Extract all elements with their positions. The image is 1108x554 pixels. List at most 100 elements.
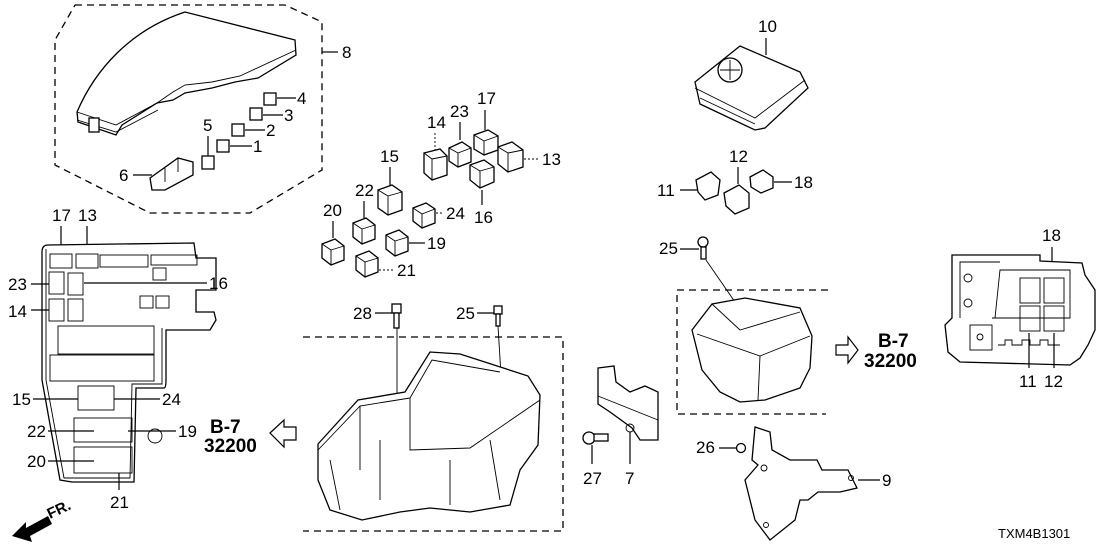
relay-23[interactable] [448, 141, 472, 168]
fuse-1[interactable] [216, 139, 230, 153]
callout-25a[interactable]: 25 [456, 304, 475, 323]
callout-19[interactable]: 19 [427, 234, 446, 253]
layout-callout-24[interactable]: 24 [162, 390, 181, 409]
sub-box-boundary [676, 289, 828, 415]
callout-9[interactable]: 9 [882, 471, 891, 490]
relay-11[interactable] [695, 171, 721, 201]
fuse-puller[interactable] [149, 157, 194, 191]
callout-17[interactable]: 17 [477, 89, 496, 108]
callout-21[interactable]: 21 [397, 261, 416, 280]
sub-layout-callout-12[interactable]: 12 [1044, 372, 1063, 391]
relay-16[interactable] [469, 159, 495, 189]
relay-22[interactable] [352, 217, 376, 245]
bolt-25-main[interactable] [493, 305, 503, 327]
sub-slot-11 [1019, 305, 1041, 332]
relay-18[interactable] [749, 169, 774, 194]
callout-1[interactable]: 1 [253, 137, 262, 156]
layout-callout-22[interactable]: 22 [27, 422, 46, 441]
fuse-box-cover[interactable] [76, 11, 297, 136]
fuse-3[interactable] [249, 107, 263, 121]
sub-layout-callout-18[interactable]: 18 [1042, 226, 1061, 245]
callout-24[interactable]: 24 [446, 204, 465, 223]
bracket-front-group: 7 27 [582, 365, 659, 488]
callout-4[interactable]: 4 [297, 89, 306, 108]
callout-11[interactable]: 11 [657, 181, 675, 200]
sub-cover-group: 10 [694, 17, 809, 131]
front-bracket[interactable] [597, 365, 659, 441]
fuse-5[interactable] [201, 155, 215, 170]
ref-right-section[interactable]: B-7 [878, 331, 909, 352]
callout-15[interactable]: 15 [380, 147, 399, 166]
sub-box-group: 25 [659, 236, 828, 415]
layout-callout-15[interactable]: 15 [12, 390, 31, 409]
main-box-outline [41, 242, 217, 483]
relays-sub-group: 12 11 18 [657, 147, 813, 215]
layout-callout-16[interactable]: 16 [209, 274, 228, 293]
main-fuse-box[interactable] [317, 351, 541, 521]
layout-callout-21[interactable]: 21 [110, 493, 129, 512]
reference-left[interactable]: B-7 32200 [204, 417, 297, 457]
sub-fuse-box[interactable] [691, 297, 813, 403]
relay-24[interactable] [412, 202, 436, 229]
bolt-28[interactable] [391, 303, 402, 329]
relay-12[interactable] [723, 184, 750, 215]
ref-left-group[interactable]: 32200 [204, 436, 257, 457]
layout-callout-17[interactable]: 17 [52, 206, 71, 225]
callout-8[interactable]: 8 [342, 43, 351, 62]
ref-left-section[interactable]: B-7 [210, 417, 241, 438]
callout-5[interactable]: 5 [203, 116, 212, 135]
callout-2[interactable]: 2 [266, 121, 275, 140]
callout-14[interactable]: 14 [427, 113, 446, 132]
callout-25b[interactable]: 25 [659, 239, 678, 258]
fuse-2[interactable] [231, 123, 245, 137]
callout-18[interactable]: 18 [794, 173, 813, 192]
relay-19[interactable] [385, 229, 409, 257]
callout-27[interactable]: 27 [583, 469, 602, 488]
callout-10[interactable]: 10 [758, 17, 777, 36]
nut-26[interactable] [735, 442, 747, 454]
sub-slot-12 [1043, 305, 1065, 332]
callout-28[interactable]: 28 [353, 304, 372, 323]
cover-latch-icon [88, 117, 100, 133]
callout-13[interactable]: 13 [542, 150, 561, 169]
layout-callout-23[interactable]: 23 [8, 275, 27, 294]
relay-17[interactable] [473, 129, 499, 156]
callout-7[interactable]: 7 [625, 469, 634, 488]
callout-3[interactable]: 3 [284, 106, 293, 125]
callout-12[interactable]: 12 [729, 147, 748, 166]
sub-slot-18 [1043, 277, 1065, 304]
layout-callout-19[interactable]: 19 [178, 422, 197, 441]
fuse-4[interactable] [263, 92, 277, 106]
relays-main-group: 14 23 17 13 16 15 22 24 20 [321, 89, 561, 280]
relay-21[interactable] [355, 250, 379, 278]
layout-callout-20[interactable]: 20 [27, 452, 46, 471]
bolt-25-sub[interactable] [697, 236, 709, 260]
callout-26[interactable]: 26 [696, 438, 715, 457]
relay-14[interactable] [423, 148, 448, 181]
reference-right[interactable]: B-7 32200 [835, 331, 917, 372]
callout-20[interactable]: 20 [323, 201, 342, 220]
slot-17 [49, 253, 73, 269]
relay-20[interactable] [321, 238, 345, 266]
cover-assembly-group: 8 4 3 2 1 5 6 [54, 4, 351, 214]
relay-13[interactable] [497, 141, 524, 173]
layout-callout-13[interactable]: 13 [78, 206, 97, 225]
callout-16[interactable]: 16 [474, 208, 493, 227]
sub-layout-callout-11[interactable]: 11 [1019, 372, 1037, 391]
layout-callout-14[interactable]: 14 [8, 302, 27, 321]
callout-22[interactable]: 22 [355, 181, 374, 200]
bolt-27[interactable] [582, 431, 609, 445]
main-box-layout: 17 13 23 14 16 15 24 22 1 [8, 206, 228, 542]
front-arrow-icon [12, 516, 52, 542]
callout-6[interactable]: 6 [119, 166, 128, 185]
arrow-left-icon [269, 418, 297, 449]
ref-right-group[interactable]: 32200 [864, 351, 917, 372]
sub-box-bracket[interactable] [744, 426, 858, 541]
callout-23[interactable]: 23 [450, 102, 469, 121]
relay-15[interactable] [377, 184, 403, 216]
relay-box-cover[interactable] [694, 45, 809, 131]
main-box-group: 28 25 [303, 303, 564, 532]
slot-23 [48, 271, 65, 295]
